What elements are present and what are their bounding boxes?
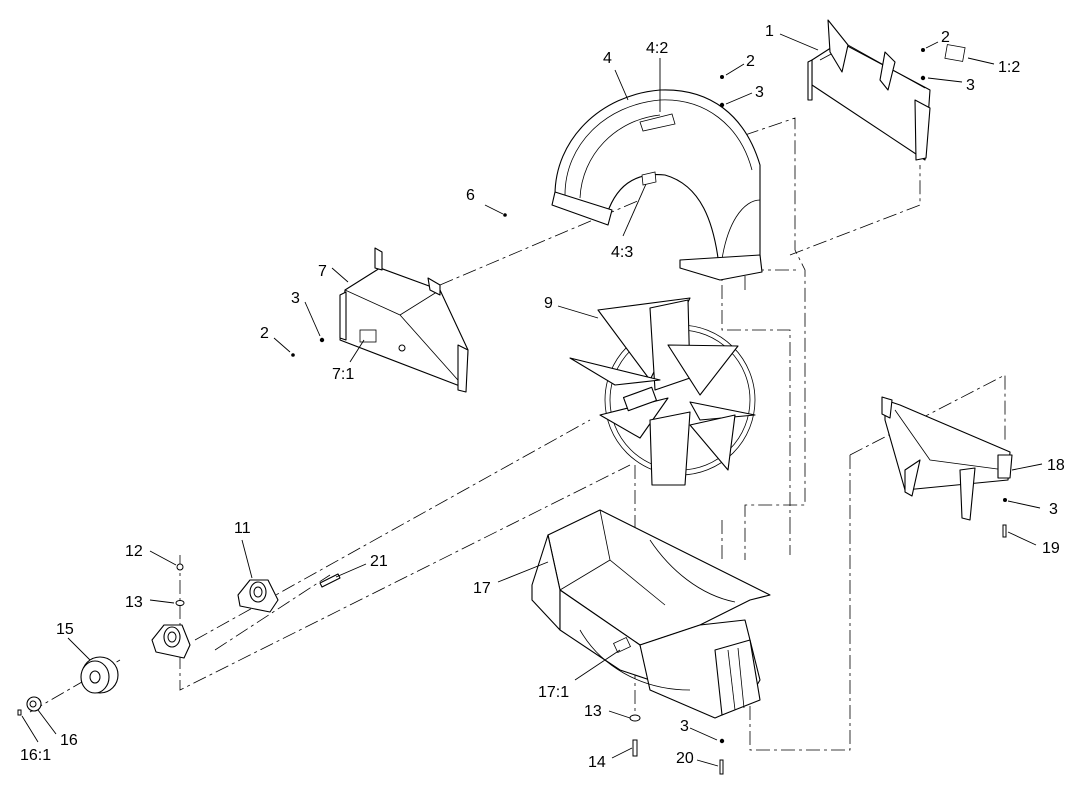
callout-19: 19: [1042, 540, 1060, 557]
callout-3: 3: [755, 84, 764, 101]
leader-lines: [21, 33, 1043, 767]
part-7-cover: [339, 247, 469, 393]
part-21-key: [319, 573, 341, 588]
callout-2: 2: [746, 53, 755, 70]
callout-16: 16: [60, 732, 78, 749]
callout-11: 11: [234, 520, 251, 537]
callout-3: 3: [1049, 501, 1058, 518]
callout-12: 12: [125, 543, 143, 560]
callout-18: 18: [1047, 457, 1065, 474]
callout-labels: 1 2 1:2 3 2 3 4 4:2 4:3 6 7 3 2 7:1 9 18…: [20, 23, 1065, 771]
fasteners: [17, 48, 1007, 775]
part-11-bearing-lower: [151, 624, 191, 659]
callout-20: 20: [676, 750, 694, 767]
callout-7: 7: [318, 263, 327, 280]
callout-6: 6: [466, 187, 475, 204]
callout-3: 3: [966, 77, 975, 94]
callout-1: 1: [765, 23, 774, 40]
callout-4-3: 4:3: [611, 244, 633, 261]
callout-1-2: 1:2: [998, 59, 1020, 76]
part-11-bearing-upper: [237, 579, 279, 613]
part-18-cover: [881, 396, 1013, 521]
callout-16-1: 16:1: [20, 747, 51, 764]
callout-17: 17: [473, 580, 491, 597]
callout-17-1: 17:1: [538, 684, 569, 701]
callout-21: 21: [370, 553, 388, 570]
callout-4: 4: [603, 50, 612, 67]
callout-2: 2: [941, 29, 950, 46]
callout-7-1: 7:1: [332, 366, 354, 383]
part-1-cover: [807, 19, 966, 161]
callout-9: 9: [544, 295, 553, 312]
callout-13: 13: [584, 703, 602, 720]
callout-13: 13: [125, 594, 143, 611]
callout-3: 3: [680, 718, 689, 735]
callout-2: 2: [260, 325, 269, 342]
callout-3: 3: [291, 290, 300, 307]
part-9-impeller: [569, 297, 756, 486]
callout-15: 15: [56, 621, 74, 638]
callout-4-2: 4:2: [646, 40, 668, 57]
part-4-hood: [551, 89, 763, 281]
callout-14: 14: [588, 754, 606, 771]
part-17-housing: [531, 509, 771, 719]
part-15-pulley: [80, 656, 119, 694]
part-16-bushing: [26, 696, 42, 712]
